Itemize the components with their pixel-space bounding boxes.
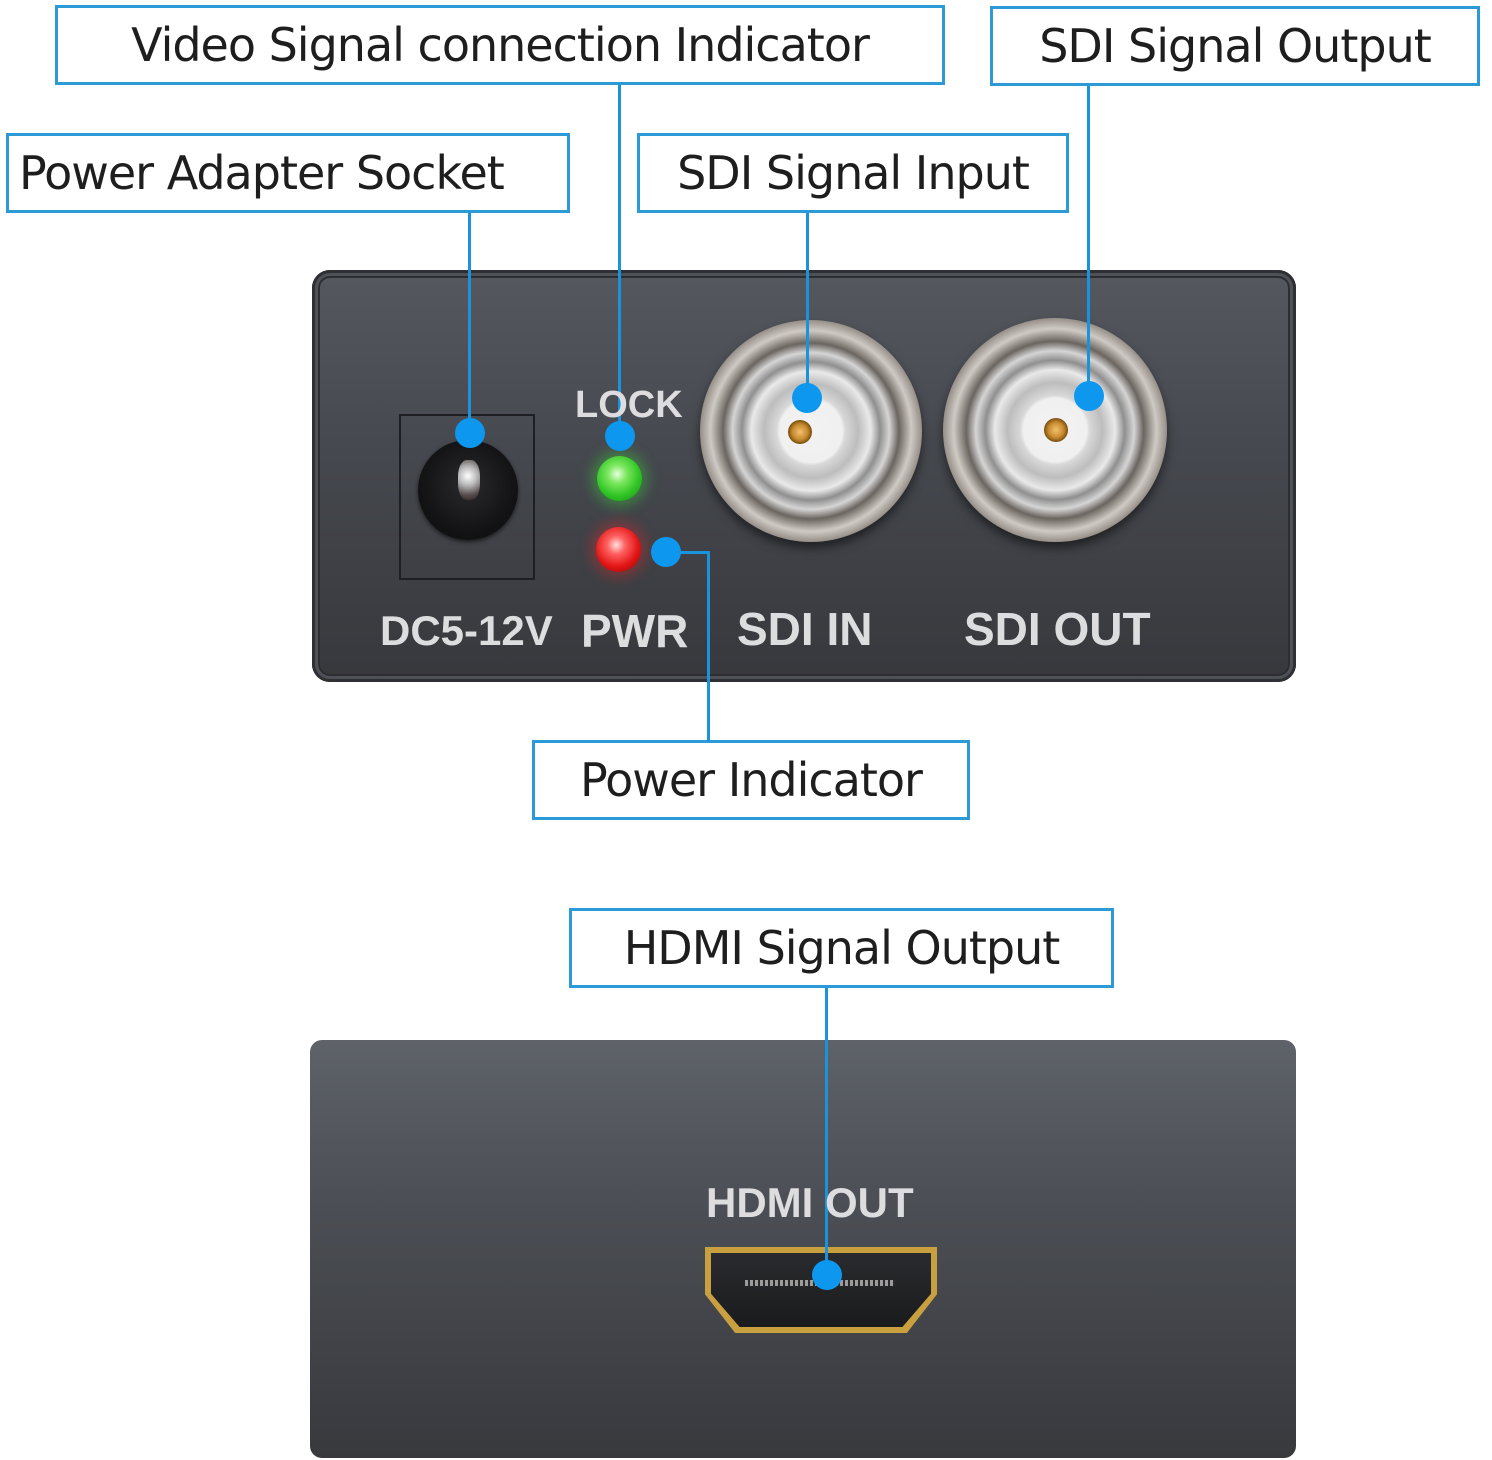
callout-label: Video Signal connection Indicator — [131, 18, 870, 72]
callout-hdmi-signal-output: HDMI Signal Output — [569, 908, 1114, 988]
lock-label: LOCK — [575, 384, 683, 426]
sdi-out-label: SDI OUT — [964, 603, 1151, 655]
callout-label: HDMI Signal Output — [623, 921, 1061, 975]
leader-line-power-socket — [468, 213, 471, 433]
marker-dot-sdi-in — [792, 383, 822, 413]
dc-center-pin — [458, 460, 480, 500]
callout-label: Power Indicator — [580, 753, 923, 807]
power-led-indicator — [596, 527, 641, 572]
leader-line-hdmi-output — [825, 988, 828, 1273]
callout-video-signal-indicator: Video Signal connection Indicator — [55, 5, 945, 85]
callout-power-indicator: Power Indicator — [532, 740, 970, 820]
callout-label: SDI Signal Input — [677, 146, 1030, 200]
callout-sdi-signal-output: SDI Signal Output — [990, 6, 1480, 86]
marker-dot-lock-led — [605, 421, 635, 451]
callout-sdi-signal-input: SDI Signal Input — [637, 133, 1069, 213]
hdmi-out-label: HDMI OUT — [706, 1179, 914, 1226]
callout-power-adapter-socket: Power Adapter Socket — [6, 133, 570, 213]
callout-label: Power Adapter Socket — [19, 146, 505, 200]
callout-label: SDI Signal Output — [1039, 19, 1432, 73]
leader-line-sdi-output — [1087, 86, 1090, 396]
leader-line-power-indicator-h — [665, 551, 710, 554]
leader-line-power-indicator-v — [707, 551, 710, 741]
sdi-in-center-pin — [788, 420, 812, 444]
dc-voltage-label: DC5-12V — [380, 607, 553, 654]
leader-line-video-indicator — [618, 85, 621, 435]
marker-dot-dc-socket — [455, 418, 485, 448]
leader-line-sdi-input — [806, 213, 809, 398]
marker-dot-pwr-led — [651, 537, 681, 567]
sdi-in-label: SDI IN — [737, 603, 873, 655]
lock-led-indicator — [597, 456, 642, 501]
pwr-label: PWR — [581, 605, 689, 657]
marker-dot-hdmi-out — [812, 1260, 842, 1290]
dc-socket-frame — [399, 414, 535, 580]
sdi-out-center-pin — [1044, 418, 1068, 442]
marker-dot-sdi-out — [1074, 381, 1104, 411]
